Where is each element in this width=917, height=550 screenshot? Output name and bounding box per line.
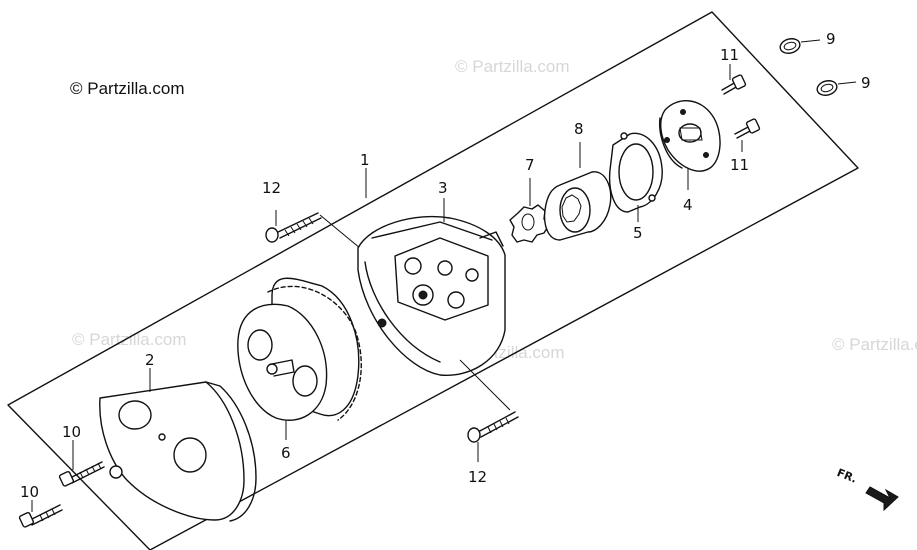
o-ring-9-upper [779, 38, 801, 54]
cover-plate-2 [99, 381, 257, 522]
pump-body-3 [357, 215, 506, 376]
screw-11-lower [734, 118, 761, 139]
callout-10-lower: 10 [20, 483, 39, 501]
leader-12-lower [459, 359, 511, 411]
callout-11-lower: 11 [730, 156, 749, 174]
callout-9-upper: 9 [826, 30, 836, 48]
callout-3: 3 [438, 179, 448, 197]
front-direction-arrow: FR. [835, 466, 899, 512]
bolt-10-lower [18, 504, 63, 528]
copyright-text: © Partzilla.com [70, 79, 185, 98]
callout-7: 7 [525, 156, 535, 174]
callout-8: 8 [574, 120, 584, 138]
callout-11-upper: 11 [720, 46, 739, 64]
callout-6: 6 [281, 444, 291, 462]
outer-rotor-8 [543, 171, 612, 241]
screw-11-upper [721, 74, 747, 95]
watermark: © Partzilla.com [72, 330, 187, 349]
bolt-10-upper [58, 461, 105, 487]
watermark: © Partzilla.com [832, 335, 917, 354]
gasket-5 [608, 132, 663, 213]
callout-10-upper: 10 [62, 423, 81, 441]
callout-2: 2 [145, 351, 155, 369]
leader-9-upper [800, 39, 821, 43]
inner-rotor-7 [509, 204, 550, 243]
callout-9-lower: 9 [861, 74, 871, 92]
direction-label: FR. [835, 466, 859, 486]
assembly-box [7, 11, 859, 550]
bolt-12-lower [467, 411, 519, 443]
sprocket-6 [237, 277, 362, 421]
leader-9-lower [837, 81, 857, 85]
o-ring-9-lower [816, 80, 838, 96]
callout-4: 4 [683, 196, 693, 214]
callout-12-lower: 12 [468, 468, 487, 486]
callout-5: 5 [633, 224, 643, 242]
pump-cover-4 [659, 100, 721, 172]
callout-1: 1 [360, 151, 370, 169]
bolt-12-upper [265, 210, 322, 243]
callout-12-upper: 12 [262, 179, 281, 197]
watermark: © Partzilla.com [455, 57, 570, 76]
